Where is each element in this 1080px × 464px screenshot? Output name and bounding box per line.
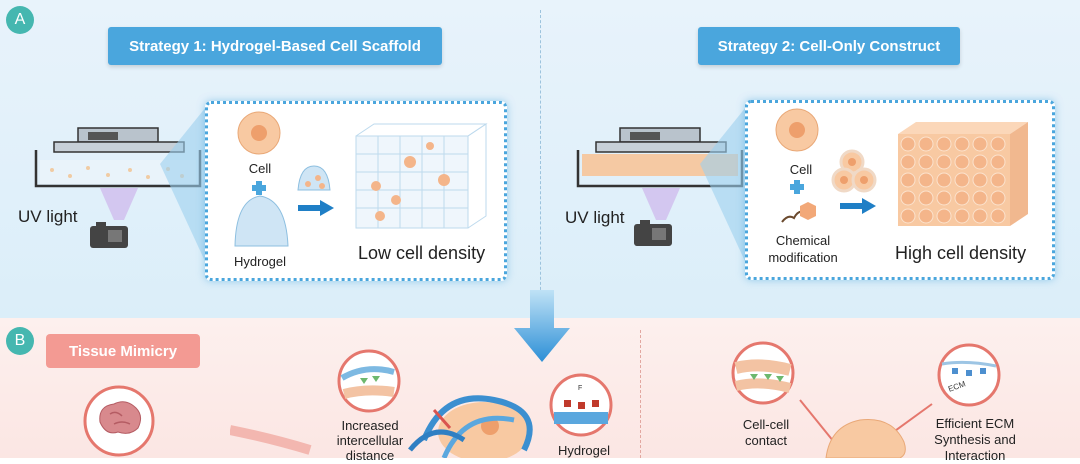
chemical-label-line2: modification — [768, 250, 838, 265]
svg-text:F: F — [578, 385, 582, 392]
zoom-connector-2 — [700, 102, 750, 272]
high-cell-density-label: High cell density — [895, 243, 1027, 263]
printer-1-illustration — [34, 127, 202, 248]
cell-cell-contact-zoom — [731, 341, 795, 405]
increased-distance-label: Increased intercellular distance — [322, 418, 418, 463]
cell-label-1: Cell — [248, 161, 272, 176]
down-arrow-icon — [514, 290, 570, 362]
chemical-label-line1: Chemical — [775, 233, 831, 248]
ecm-zoom — [937, 343, 1001, 407]
increased-line2: intercellular — [336, 433, 404, 448]
panel-b-divider — [640, 330, 641, 458]
strategy1-detail-illustration — [234, 111, 488, 247]
red-arrow-icon — [230, 425, 312, 455]
hydrogel-zoom: F — [549, 373, 613, 437]
cellcell-line1: Cell-cell — [742, 417, 790, 432]
hydrogel-label-1: Hydrogel — [234, 254, 287, 269]
strategy2-title: Strategy 2: Cell-Only Construct — [698, 27, 960, 65]
printer-2-illustration — [576, 127, 744, 246]
increased-line1: Increased — [341, 418, 399, 433]
uv-light-label-1: UV light — [18, 207, 78, 226]
uv-light-label-2: UV light — [565, 208, 625, 227]
panel-a-label: A — [6, 6, 34, 34]
cell-label-2: Cell — [789, 162, 813, 177]
cell-only-cluster — [799, 399, 933, 458]
cellcell-line2: contact — [745, 433, 787, 448]
ecm-line1: Efficient ECM — [935, 416, 1015, 431]
hydrogel-cell-cluster — [408, 395, 533, 458]
hydrogel-label-b: Hydrogel — [557, 443, 611, 458]
strategy2-detail-illustration — [775, 108, 1028, 226]
intercellular-distance-zoom — [337, 349, 401, 413]
strategy1-title: Strategy 1: Hydrogel-Based Cell Scaffold — [108, 27, 442, 65]
tissue-mimicry-label: Tissue Mimicry — [46, 334, 200, 368]
zoom-connector-1 — [160, 102, 210, 272]
panel-b-label: B — [6, 327, 34, 355]
low-cell-density-label: Low cell density — [358, 243, 486, 263]
brain-icon — [83, 385, 155, 457]
ecm-line2: Synthesis and — [934, 432, 1016, 447]
panel-a-divider — [540, 10, 541, 310]
cell-cell-contact-label: Cell-cell contact — [724, 417, 808, 449]
